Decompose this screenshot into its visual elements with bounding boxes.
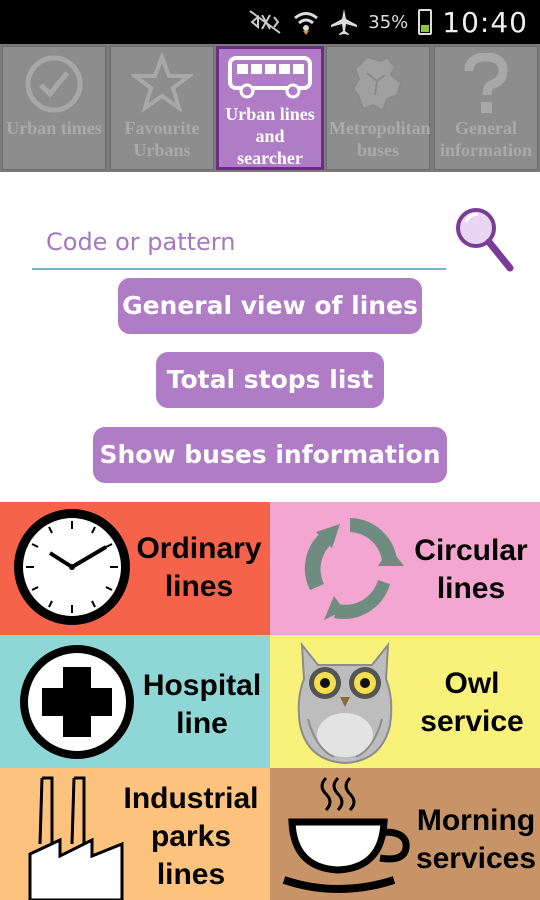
- tab-label: Urban lines and searcher: [225, 104, 315, 168]
- general-view-of-lines-button[interactable]: General view of lines: [118, 278, 422, 334]
- battery-percent: 35%: [368, 11, 409, 33]
- owl-icon: [297, 641, 393, 765]
- clock-icon: [14, 509, 130, 625]
- coffee-cup-icon: [282, 776, 410, 893]
- search-input[interactable]: [32, 216, 446, 270]
- search-panel: General view of lines Total stops list S…: [0, 172, 540, 502]
- mute-icon: [249, 10, 281, 34]
- tab-label: Favourite Urbans: [124, 118, 200, 160]
- magnifier-icon[interactable]: [452, 202, 516, 276]
- total-stops-list-button[interactable]: Total stops list: [156, 352, 384, 408]
- map-icon: [351, 55, 403, 113]
- tab-general-information[interactable]: General information: [434, 46, 538, 170]
- cross-icon: [20, 645, 134, 759]
- tab-label: Urban times: [6, 118, 102, 138]
- factory-icon: [28, 776, 124, 900]
- check-icon: [25, 55, 83, 113]
- star-icon: [131, 53, 193, 113]
- airplane-icon: [331, 9, 358, 35]
- tab-label: Metropolitan buses: [329, 118, 431, 160]
- battery-icon: [418, 9, 433, 35]
- recycle-arrows-icon: [304, 518, 404, 620]
- status-icons: 35% 10:40: [248, 5, 528, 39]
- clock: 10:40: [442, 5, 528, 39]
- show-buses-information-button[interactable]: Show buses information: [93, 427, 447, 483]
- tab-favourite-urbans[interactable]: Favourite Urbans: [110, 46, 214, 170]
- tab-bar: Urban times Favourite Urbans Urban lines…: [0, 44, 540, 172]
- tab-urban-times[interactable]: Urban times: [2, 46, 106, 170]
- tab-label: General information: [440, 118, 532, 160]
- wifi-icon: [294, 12, 319, 35]
- status-bar: 35% 10:40: [0, 0, 540, 44]
- tab-metropolitan-buses[interactable]: Metropolitan buses: [326, 46, 431, 170]
- tab-urban-lines-searcher[interactable]: Urban lines and searcher: [216, 46, 324, 170]
- bus-icon: [228, 56, 312, 99]
- question-icon: [464, 53, 508, 113]
